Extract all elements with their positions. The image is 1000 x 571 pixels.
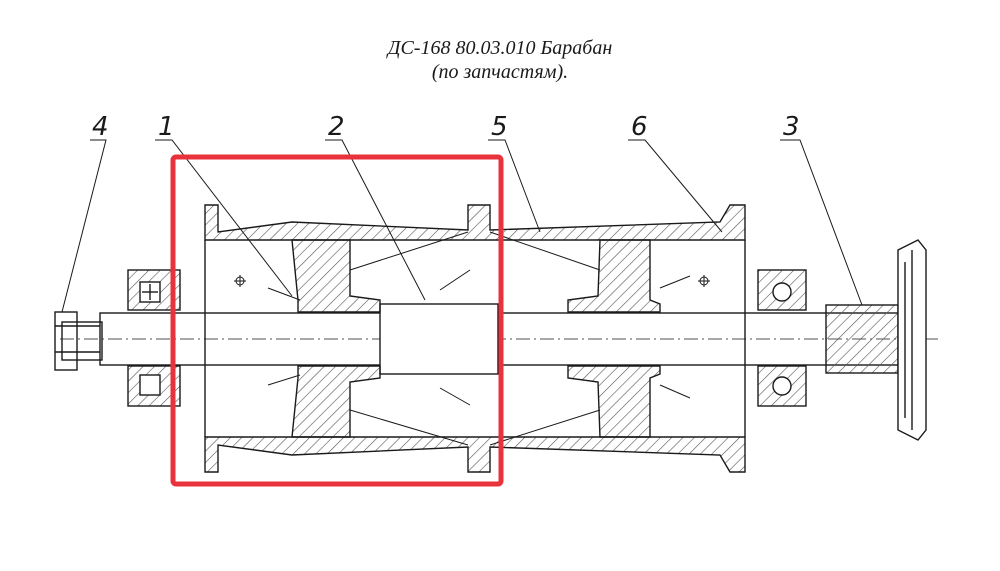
bolt-markers	[234, 275, 710, 287]
right-sleeve-and-flange	[825, 239, 927, 441]
left-end-cap	[54, 311, 103, 371]
callout-1: 1	[158, 112, 175, 142]
callout-6: 6	[631, 112, 648, 142]
highlight-frame	[170, 154, 504, 487]
drum-shell	[204, 204, 746, 473]
drawing-title-block: ДС-168 80.03.010 Барабан (по запчастям).	[0, 36, 1000, 84]
right-bearing-housing	[757, 269, 807, 407]
callout-4: 4	[92, 112, 109, 142]
callout-2: 2	[328, 112, 345, 142]
part-callouts: 4 1 2 5 6 3	[92, 112, 800, 142]
callout-5: 5	[491, 112, 508, 142]
leader-lines	[61, 139, 863, 313]
callout-3: 3	[783, 112, 800, 142]
left-hub	[291, 239, 381, 438]
right-hub	[567, 239, 661, 438]
drawing-subtitle: (по запчастям).	[431, 61, 569, 83]
drum-ribs	[267, 231, 691, 446]
drawing-title: ДС-168 80.03.010 Барабан	[387, 37, 613, 59]
